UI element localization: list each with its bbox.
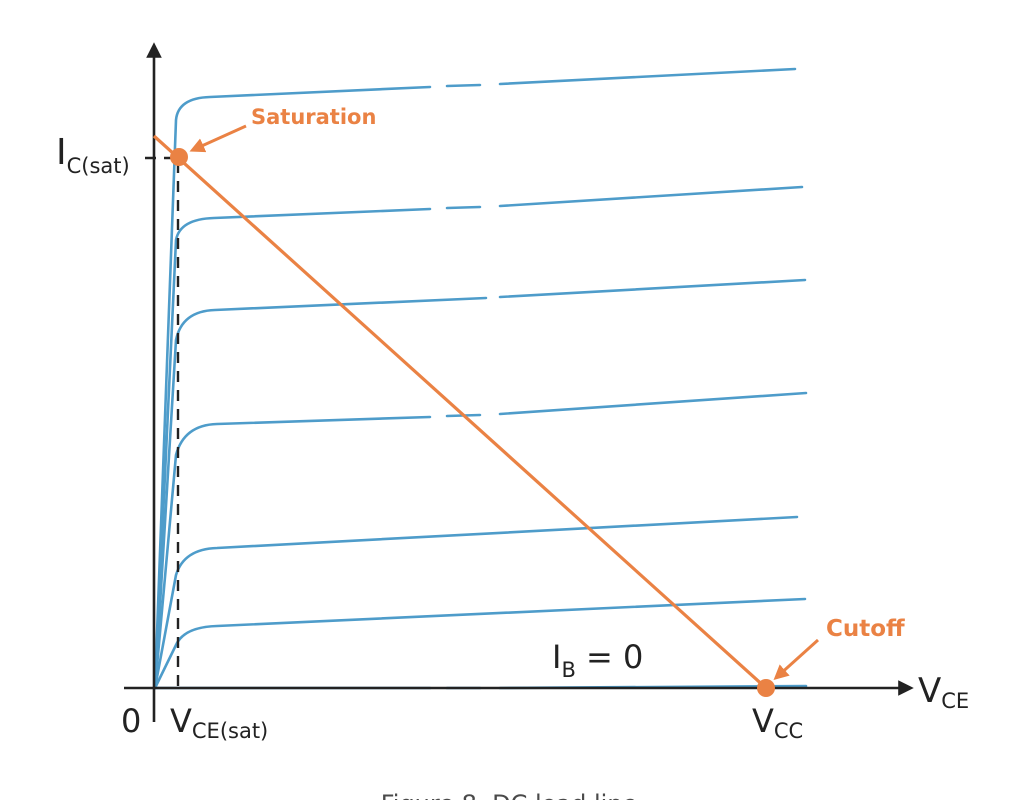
icsat-label: IC(sat): [56, 132, 130, 178]
icsat-subscript: C(sat): [67, 154, 130, 178]
cutoff-point: [757, 679, 775, 697]
ib-value: = 0: [576, 638, 644, 676]
vcesat-symbol: V: [170, 702, 192, 740]
collector-curve-ib-6: [153, 67, 797, 690]
collector-curve-ib-3: [153, 391, 808, 690]
cutoff-arrow-icon: [773, 638, 820, 681]
collector-curves: [153, 67, 808, 690]
collector-curve-ib-4: [153, 278, 807, 690]
icsat-symbol: I: [56, 132, 67, 173]
vcesat-subscript: CE(sat): [192, 719, 268, 743]
ib-symbol: I: [552, 638, 561, 676]
vce-subscript: CE: [941, 689, 969, 713]
vcc-symbol: V: [752, 702, 774, 740]
vce-axis-label: VCE: [918, 671, 969, 713]
vcc-subscript: CC: [774, 719, 803, 743]
ib-zero-label: IB = 0: [552, 638, 643, 682]
collector-curve-ib-1: [153, 597, 807, 690]
saturation-label: Saturation: [251, 105, 376, 129]
saturation-arrow-icon: [189, 124, 247, 153]
ib-subscript: B: [561, 658, 575, 682]
origin-label: 0: [121, 702, 141, 740]
figure-caption: Figure 8. DC load line: [381, 790, 638, 800]
vcesat-label: VCE(sat): [170, 702, 268, 743]
collector-curve-ib-2: [153, 515, 799, 690]
collector-curve-ib-5: [153, 185, 804, 690]
dc-load-line: [152, 134, 768, 690]
vce-symbol: V: [918, 671, 941, 711]
vcc-label: VCC: [752, 702, 803, 743]
saturation-point: [170, 148, 188, 166]
cutoff-label: Cutoff: [826, 616, 905, 642]
